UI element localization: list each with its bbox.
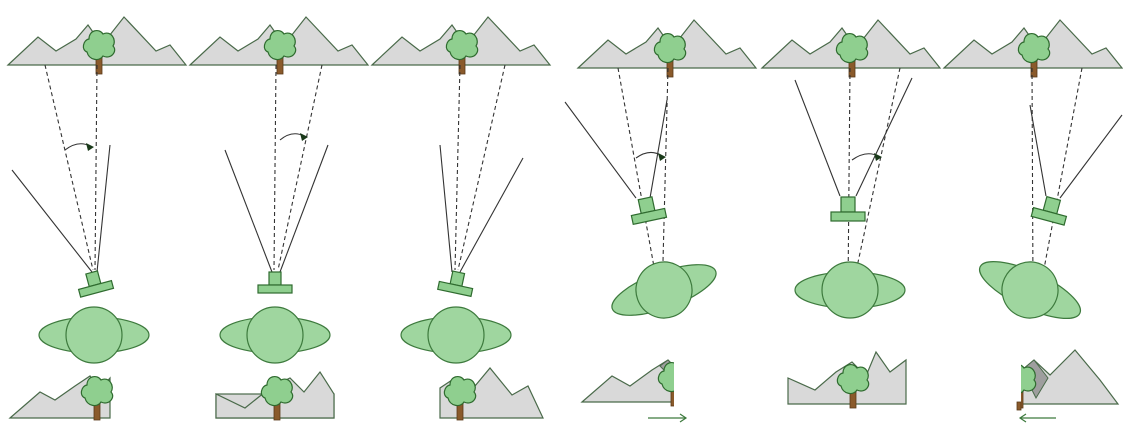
motion-arrow-icon bbox=[1018, 413, 1056, 423]
person-topview-icon bbox=[967, 240, 1093, 340]
panel-1 bbox=[7, 16, 187, 421]
bottom-view bbox=[580, 355, 694, 423]
person-topview-icon bbox=[602, 244, 726, 336]
bottom-view bbox=[215, 370, 335, 421]
panel-5 bbox=[761, 19, 941, 409]
bottom-view bbox=[995, 349, 1120, 423]
motion-arrow-icon bbox=[648, 413, 688, 423]
panel-4 bbox=[564, 19, 757, 423]
panel-2 bbox=[189, 16, 369, 421]
bottom-view bbox=[439, 367, 544, 421]
camera-icon bbox=[830, 196, 866, 222]
bottom-view bbox=[8, 375, 114, 421]
person-topview-icon bbox=[38, 306, 150, 364]
camera-icon bbox=[257, 271, 293, 294]
camera-icon bbox=[630, 196, 668, 226]
panel-3 bbox=[371, 16, 551, 421]
person-topview-icon bbox=[219, 306, 331, 364]
camera-icon bbox=[77, 270, 115, 298]
person-topview-icon bbox=[400, 306, 512, 364]
person-topview-icon bbox=[794, 261, 906, 319]
panel-6 bbox=[943, 19, 1123, 423]
rotation-arrow-icon bbox=[279, 133, 305, 141]
rotation-arrow-icon bbox=[64, 143, 91, 151]
camera-icon bbox=[1030, 195, 1068, 226]
camera-icon bbox=[436, 270, 474, 298]
bottom-view bbox=[787, 350, 907, 409]
